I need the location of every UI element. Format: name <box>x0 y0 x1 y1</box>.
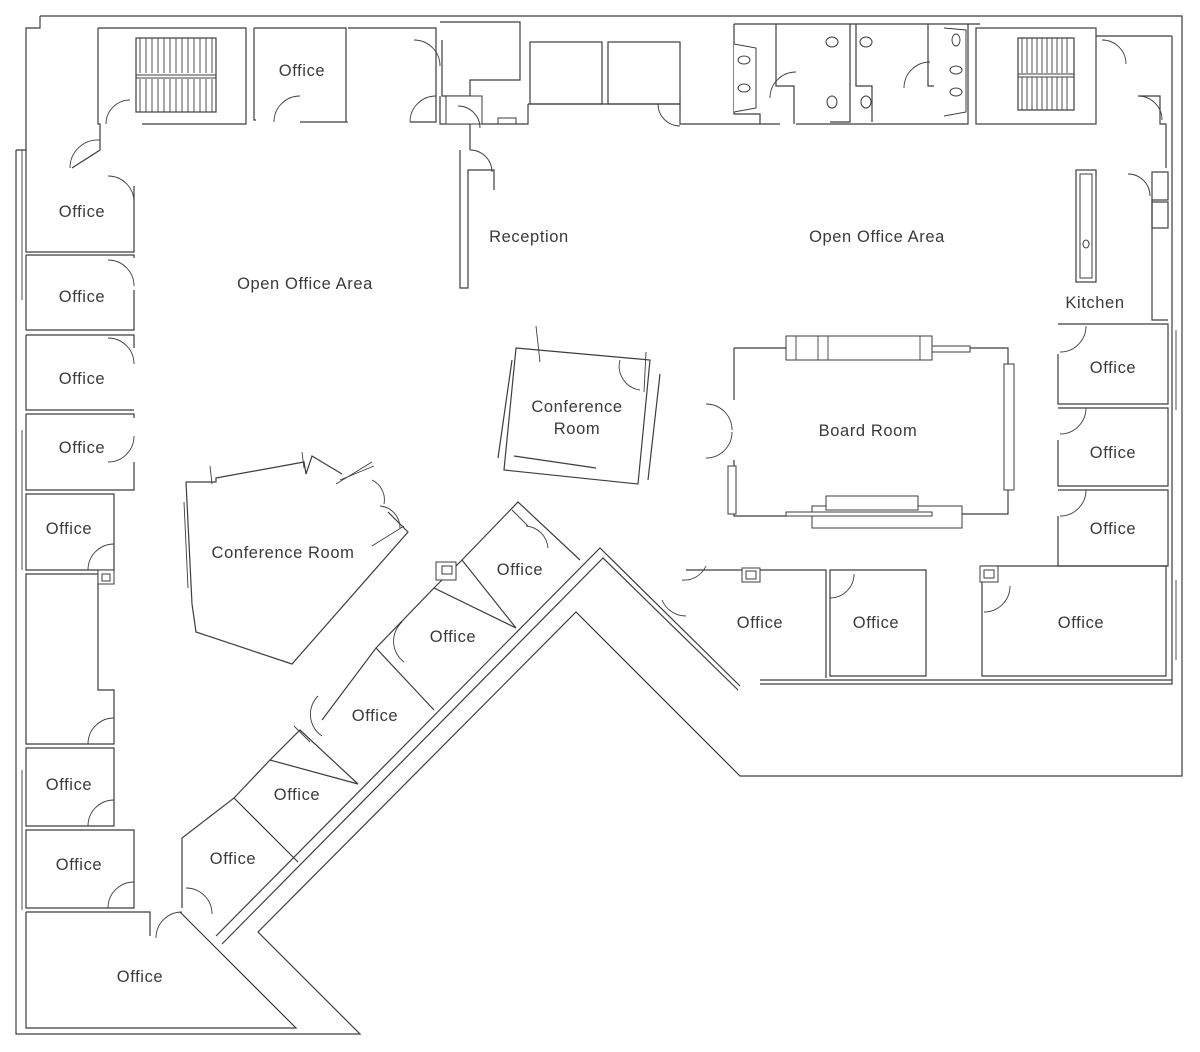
exterior-walls <box>15 15 1183 1035</box>
label-office-top: Office <box>279 62 325 80</box>
label-office-diag-5: Office <box>210 850 256 868</box>
label-office-right-3: Office <box>1090 520 1136 538</box>
label-open-office-area-right: Open Office Area <box>809 228 945 246</box>
label-reception: Reception <box>489 228 569 246</box>
board-room <box>727 335 1015 529</box>
label-conference-center-line2: Room <box>554 420 600 438</box>
label-office-left-6: Office <box>46 776 92 794</box>
label-conference-center-line1: Conference <box>531 398 622 416</box>
label-open-office-area-left: Open Office Area <box>237 275 373 293</box>
label-office-left-2: Office <box>59 288 105 306</box>
label-kitchen: Kitchen <box>1065 294 1124 312</box>
conference-room-left <box>183 451 409 665</box>
label-office-diag-2: Office <box>430 628 476 646</box>
room-labels: Office Open Office Area Reception Open O… <box>46 62 1136 986</box>
label-office-diag-3: Office <box>352 707 398 725</box>
label-office-bottom-left: Office <box>117 968 163 986</box>
diagonal-offices <box>181 501 581 908</box>
label-office-right-2: Office <box>1090 444 1136 462</box>
doors <box>69 39 1163 939</box>
label-office-diag-1: Office <box>497 561 543 579</box>
label-office-bottom-3: Office <box>1058 614 1104 632</box>
label-office-left-7: Office <box>56 856 102 874</box>
restroom-fixtures <box>733 27 967 117</box>
label-board-room: Board Room <box>819 422 918 440</box>
label-office-left-5: Office <box>46 520 92 538</box>
label-conference-room-left: Conference Room <box>212 544 355 562</box>
label-office-left-1: Office <box>59 203 105 221</box>
left-offices <box>25 150 298 1029</box>
stairs-right <box>1017 37 1075 111</box>
label-office-diag-4: Office <box>274 786 320 804</box>
right-offices <box>1057 169 1169 567</box>
bottom-right-offices <box>686 565 1172 681</box>
reception-partition <box>459 150 495 289</box>
label-office-right-1: Office <box>1090 359 1136 377</box>
conference-room-center <box>497 325 661 485</box>
top-rooms <box>71 21 1172 169</box>
label-office-bottom-2: Office <box>853 614 899 632</box>
label-office-left-3: Office <box>59 370 105 388</box>
label-office-bottom-1: Office <box>737 614 783 632</box>
label-office-left-4: Office <box>59 439 105 457</box>
stairs-left <box>135 37 217 113</box>
